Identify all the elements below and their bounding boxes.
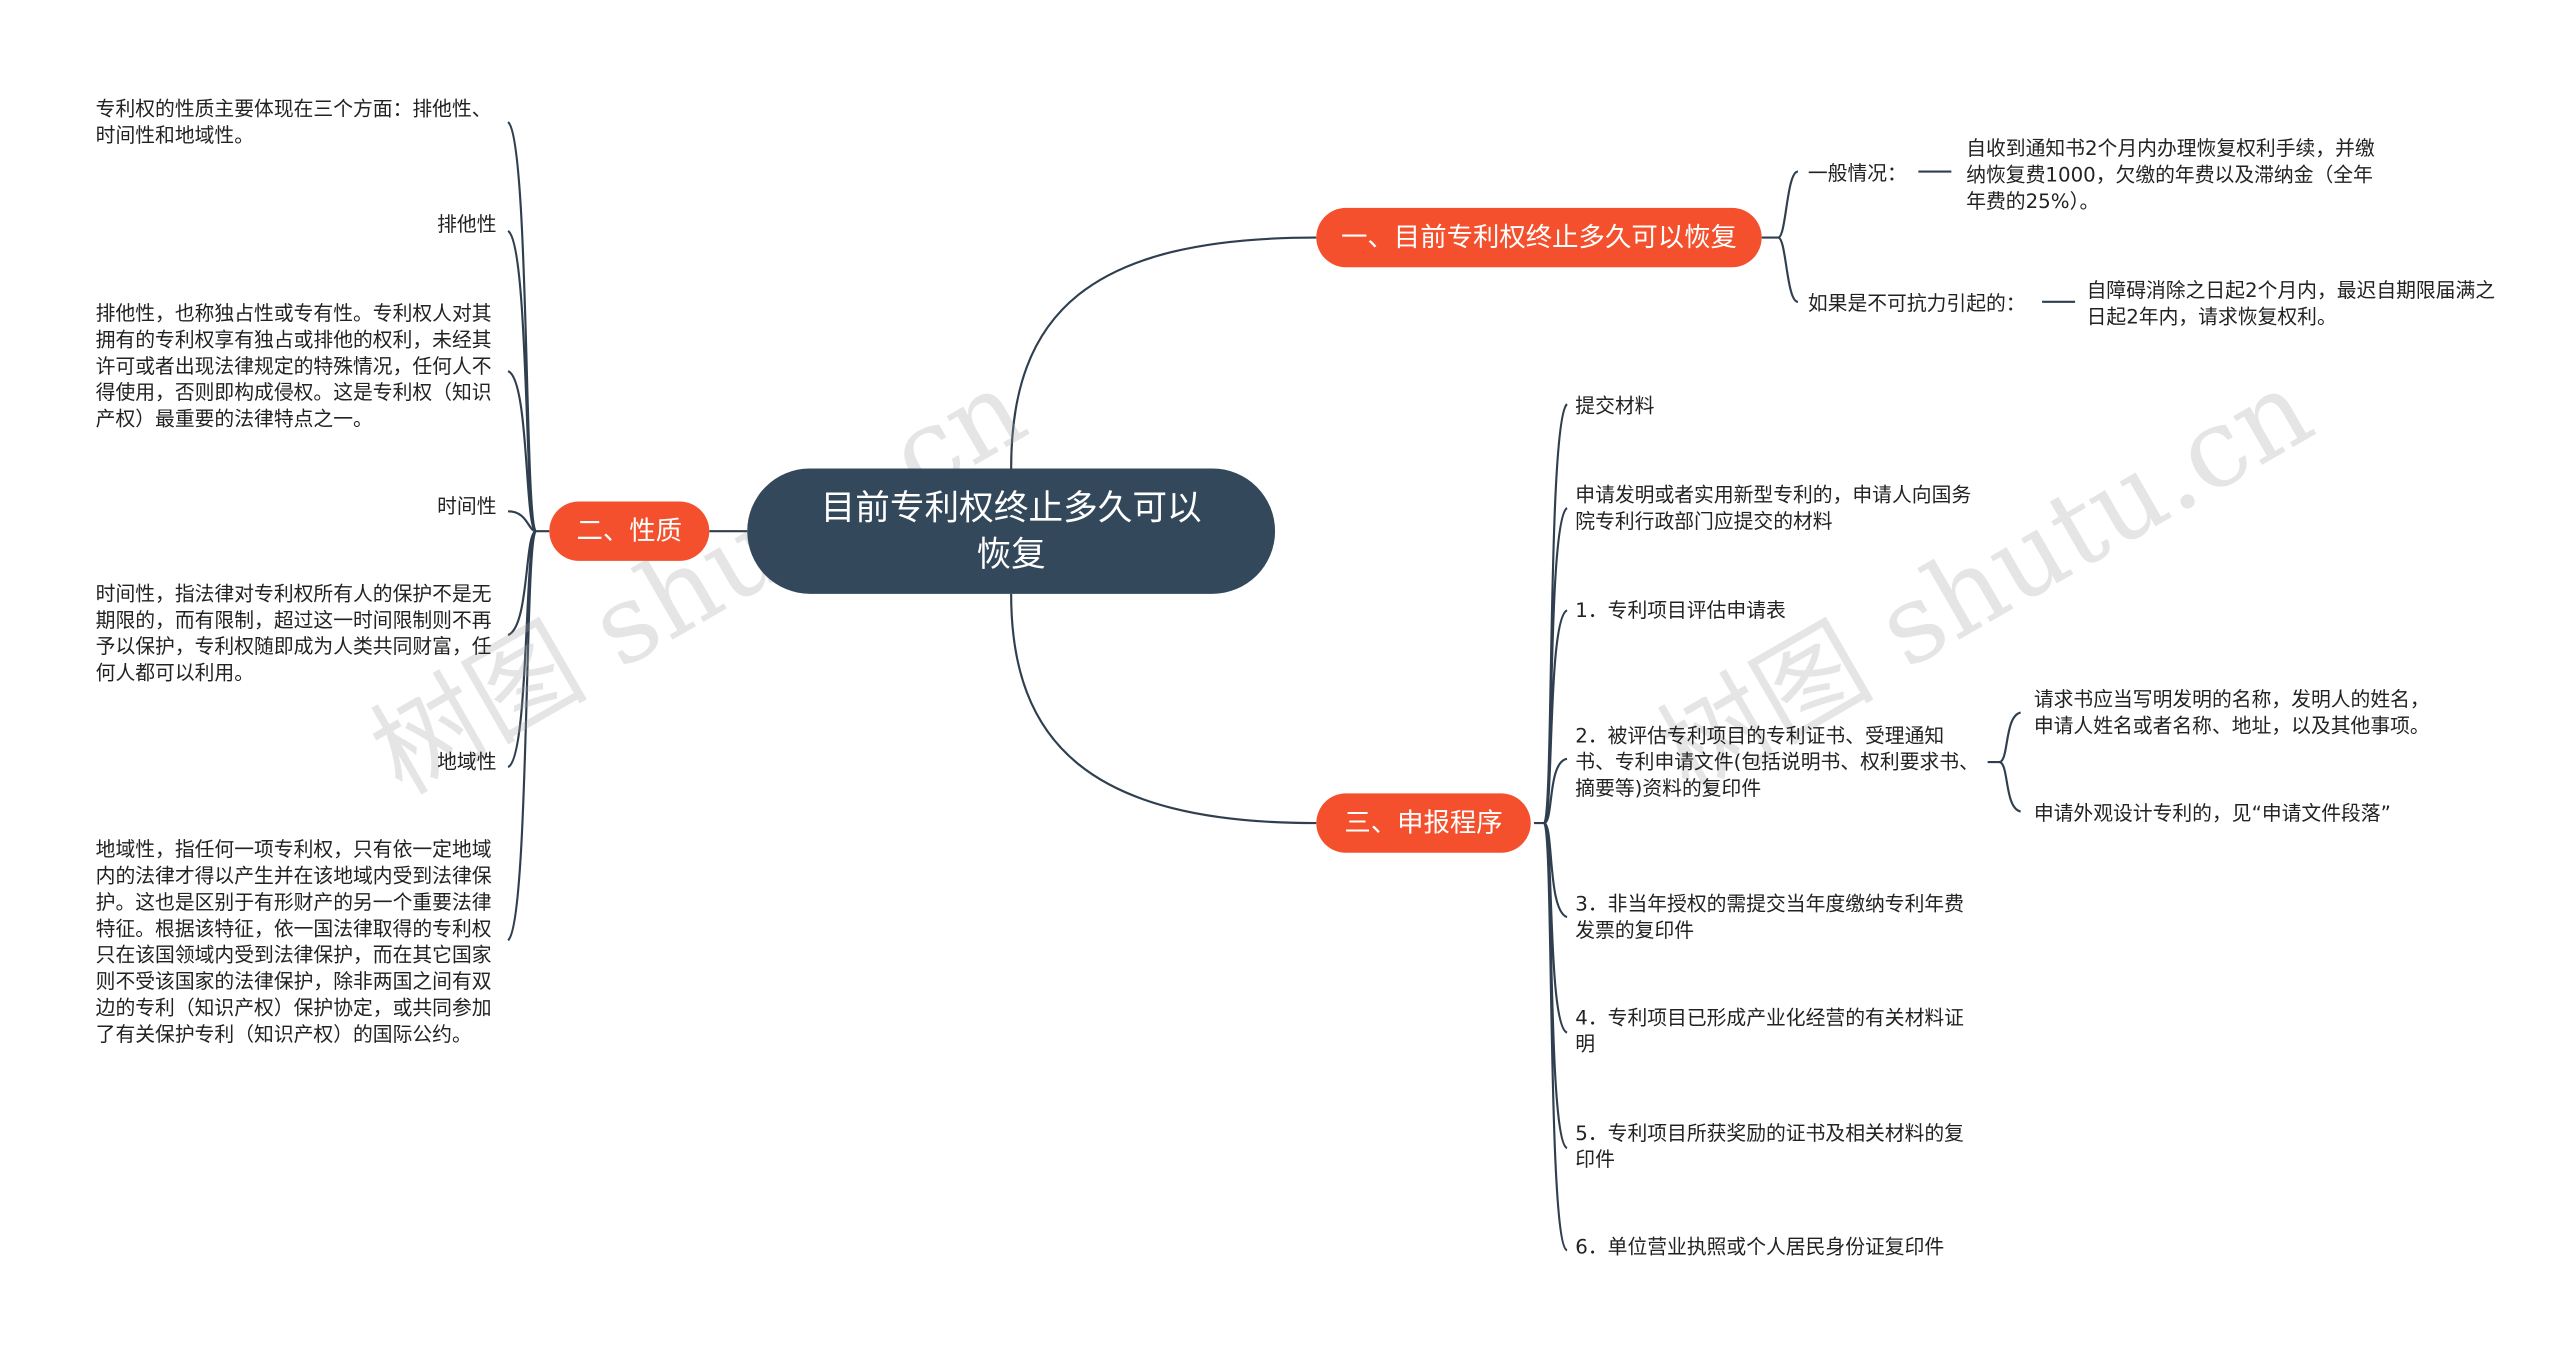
b3-item-5[interactable]: 5．专利项目所获奖励的证书及相关材料的复印件 xyxy=(1575,1121,1964,1172)
b2-label-exclusivity[interactable]: 排他性 xyxy=(437,212,497,236)
b3-item-submit[interactable]: 提交材料 xyxy=(1575,394,1655,418)
b1-label-general[interactable]: 一般情况： xyxy=(1807,161,1907,185)
branch-node-nature[interactable]: 二、性质 xyxy=(549,501,710,561)
b1-detail-force-majeure[interactable]: 自障碍消除之日起2个月内，最迟自期限届满之日起2年内，请求恢复权利。 xyxy=(2086,278,2496,329)
b2-label-territoriality[interactable]: 地域性 xyxy=(437,750,497,774)
link-branch2-bracket xyxy=(507,121,550,942)
link-root-branch3 xyxy=(1010,593,1317,825)
b3-subitem-design[interactable]: 申请外观设计专利的，见“申请文件段落” xyxy=(2033,801,2391,825)
b2-detail-territoriality[interactable]: 地域性，指任何一项专利权，只有依一定地域内的法律才得以产生并在该地域内受到法律保… xyxy=(95,837,492,1046)
link-root-branch1 xyxy=(1010,236,1317,469)
b2-detail-exclusivity[interactable]: 排他性，也称独占性或专有性。专利权人对其拥有的专利权享有独占或排他的权利，未经其… xyxy=(95,301,492,431)
branch-node-recovery-time[interactable]: 一、目前专利权终止多久可以恢复 xyxy=(1316,207,1762,268)
b3-subitem-request[interactable]: 请求书应当写明发明的名称，发明人的姓名，申请人姓名或者名称、地址，以及其他事项。 xyxy=(2033,687,2430,738)
b3-item-3[interactable]: 3．非当年授权的需提交当年度缴纳专利年费发票的复印件 xyxy=(1575,892,1964,942)
link-branch3-bracket xyxy=(1534,403,1568,1252)
b2-label-timeliness[interactable]: 时间性 xyxy=(437,494,497,518)
link-branch1-bracket xyxy=(1761,170,1799,303)
branch-node-procedure[interactable]: 三、申报程序 xyxy=(1316,793,1531,853)
root-node[interactable]: 目前专利权终止多久可以恢复 xyxy=(747,468,1276,594)
b3-item-2[interactable]: 2．被评估专利项目的专利证书、受理通知书、专利申请文件(包括说明书、权利要求书、… xyxy=(1575,724,1979,801)
b3-item-6[interactable]: 6．单位营业执照或个人居民身份证复印件 xyxy=(1575,1235,1945,1259)
b1-label-force-majeure[interactable]: 如果是不可抗力引起的： xyxy=(1807,291,2026,316)
b3-item-materials[interactable]: 申请发明或者实用新型专利的，申请人向国务院专利行政部门应提交的材料 xyxy=(1575,483,1972,533)
b3-item-4[interactable]: 4．专利项目已形成产业化经营的有关材料证明 xyxy=(1575,1006,1964,1056)
b2-detail-timeliness[interactable]: 时间性，指法律对专利权所有人的保护不是无期限的，而有限制，超过这一时间限制则不再… xyxy=(95,582,492,685)
b3-item-1[interactable]: 1．专利项目评估申请表 xyxy=(1575,598,1786,622)
b1-detail-general[interactable]: 自收到通知书2个月内办理恢复权利手续，并缴纳恢复费1000，欠缴的年费以及滞纳金… xyxy=(1966,136,2375,213)
link-b3-sub-bracket xyxy=(1987,711,2022,813)
b2-intro[interactable]: 专利权的性质主要体现在三个方面：排他性、时间性和地域性。 xyxy=(95,97,492,147)
